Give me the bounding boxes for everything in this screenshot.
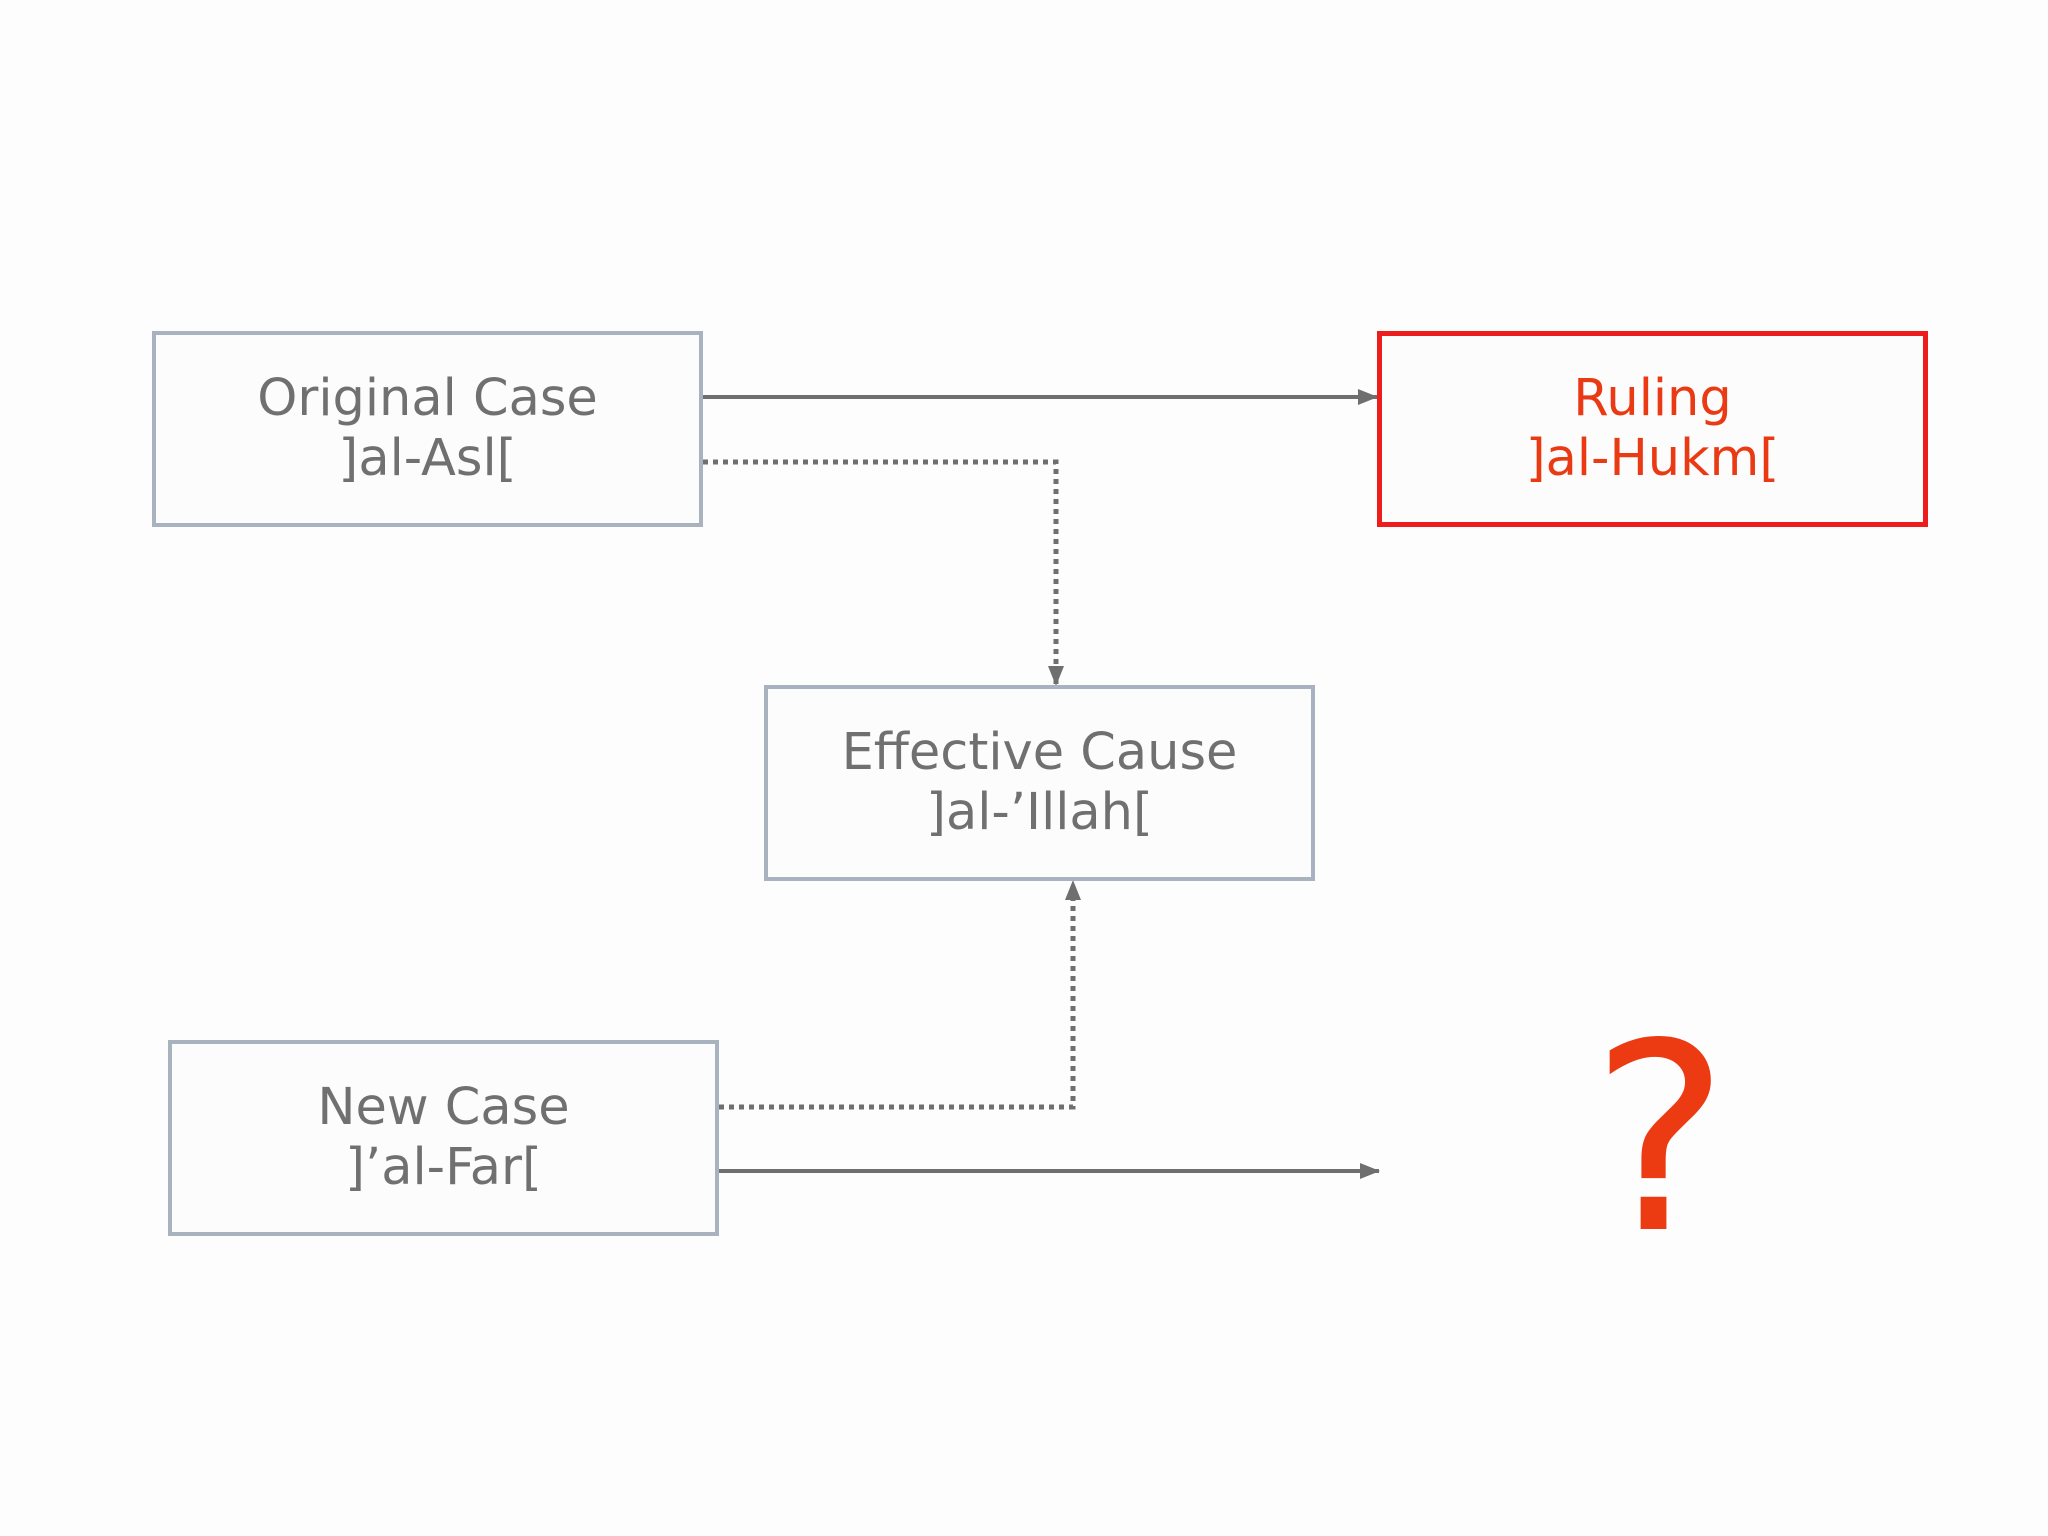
ruling-arabic-term: ]al-Hukm[ [1525, 429, 1780, 488]
original-case-arabic-term: ]al-Asl[ [338, 429, 517, 488]
effective-cause-title: Effective Cause [841, 723, 1238, 782]
unknown-ruling-question-mark: ? [1591, 989, 1729, 1291]
ruling-box: Ruling ]al-Hukm[ [1377, 331, 1928, 527]
effective-cause-arabic-term: ]al-’Illah[ [926, 783, 1153, 842]
new-case-arabic-term: ]’al-Far[ [345, 1138, 542, 1197]
edge-original-to-cause [703, 459, 1064, 686]
edge-newcase-to-cause [719, 880, 1081, 1110]
original-case-title: Original Case [257, 369, 598, 428]
new-case-title: New Case [317, 1078, 570, 1137]
original-case-box: Original Case ]al-Asl[ [152, 331, 703, 527]
new-case-box: New Case ]’al-Far[ [168, 1040, 719, 1236]
ruling-title: Ruling [1573, 369, 1732, 428]
effective-cause-box: Effective Cause ]al-’Illah[ [764, 685, 1315, 881]
